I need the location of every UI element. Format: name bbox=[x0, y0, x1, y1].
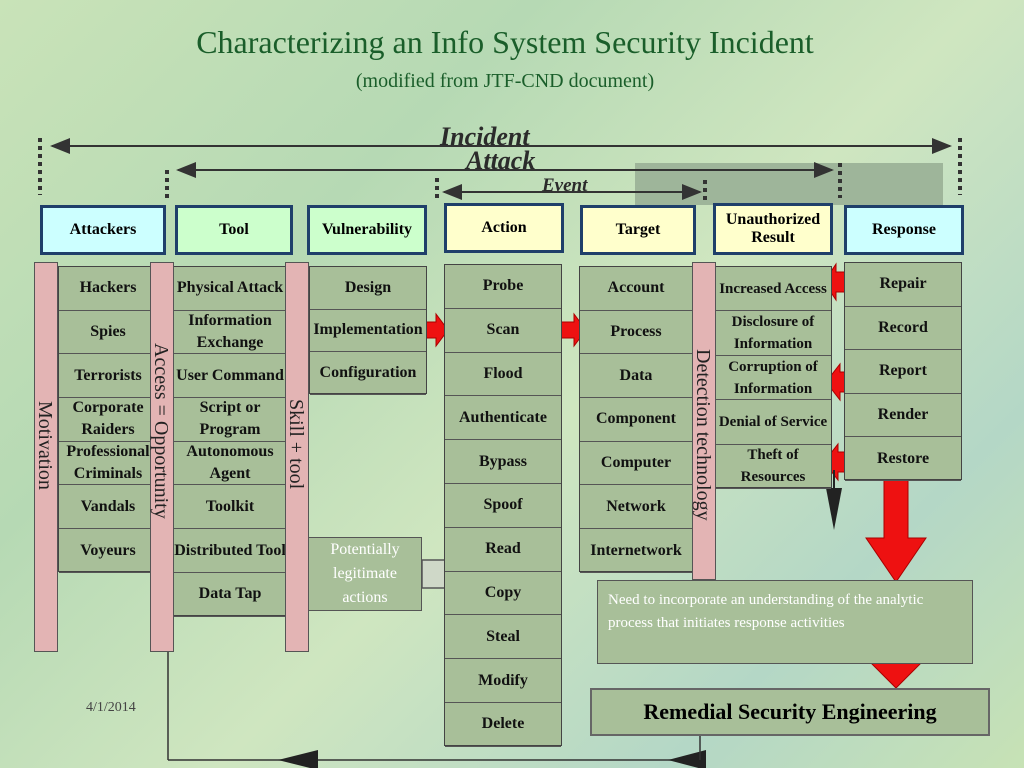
attacker-item: Vandals bbox=[59, 486, 157, 530]
response-item: Render bbox=[845, 394, 961, 438]
vulnerability-item: Configuration bbox=[310, 352, 426, 395]
remedial-security-engineering: Remedial Security Engineering bbox=[590, 688, 990, 736]
response-item: Report bbox=[845, 350, 961, 394]
response-item: Record bbox=[845, 307, 961, 351]
header-vulnerability: Vulnerability bbox=[307, 205, 427, 255]
header-attackers: Attackers bbox=[40, 205, 166, 255]
target-item: Network bbox=[580, 486, 692, 530]
target-item: Component bbox=[580, 398, 692, 442]
action-item: Delete bbox=[445, 703, 561, 747]
header-unauthorized-result: Unauthorized Result bbox=[713, 203, 833, 255]
event-label: Event bbox=[542, 175, 588, 196]
skill-label: Skill + tool bbox=[285, 399, 307, 490]
action-item: Modify bbox=[445, 659, 561, 703]
action-item: Authenticate bbox=[445, 396, 561, 441]
target-item: Account bbox=[580, 267, 692, 311]
incident-label: Incident bbox=[440, 122, 530, 151]
action-item: Flood bbox=[445, 353, 561, 397]
response-item: Restore bbox=[845, 437, 961, 481]
action-item: Spoof bbox=[445, 484, 561, 528]
vulnerability-item: Design bbox=[310, 267, 426, 310]
motivation-label: Motivation bbox=[34, 401, 56, 490]
header-target: Target bbox=[580, 205, 696, 255]
vulnerability-item: Implementation bbox=[310, 310, 426, 353]
response-item: Repair bbox=[845, 263, 961, 307]
target-item: Internetwork bbox=[580, 529, 692, 573]
tool-item: Physical Attack bbox=[173, 267, 287, 311]
callout-legitimate-actions: Potentially legitimate actions bbox=[308, 537, 422, 611]
tool-item: User Command bbox=[173, 354, 287, 399]
detection-label: Detection technology bbox=[692, 349, 714, 521]
result-item: Increased Access bbox=[715, 267, 831, 312]
result-item: Corruption of Information bbox=[715, 356, 831, 401]
attacker-item: Corporate Raiders bbox=[59, 398, 157, 442]
slide-title: Characterizing an Info System Security I… bbox=[196, 24, 814, 60]
header-tool: Tool bbox=[175, 205, 293, 255]
action-item: Copy bbox=[445, 572, 561, 616]
tool-item: Information Exchange bbox=[173, 311, 287, 355]
target-item: Computer bbox=[580, 442, 692, 486]
action-item: Scan bbox=[445, 309, 561, 353]
header-response: Response bbox=[844, 205, 964, 255]
tool-item: Data Tap bbox=[173, 573, 287, 617]
slide-subtitle: (modified from JTF-CND document) bbox=[355, 70, 655, 92]
tool-item: Autonomous Agent bbox=[173, 442, 287, 486]
motivation-bar: Motivation bbox=[34, 262, 58, 652]
result-item: Theft of Resources bbox=[715, 445, 831, 489]
attack-label: Attack bbox=[466, 146, 536, 175]
target-item: Data bbox=[580, 354, 692, 399]
action-item: Probe bbox=[445, 265, 561, 309]
header-action: Action bbox=[444, 203, 564, 253]
result-item: Denial of Service bbox=[715, 400, 831, 445]
action-item: Read bbox=[445, 528, 561, 572]
action-item: Bypass bbox=[445, 440, 561, 484]
access-bar: Access = Opportunity bbox=[150, 262, 174, 652]
analytic-process-note: Need to incorporate an understanding of … bbox=[597, 580, 973, 664]
detection-bar: Detection technology bbox=[692, 262, 716, 580]
tool-item: Script or Program bbox=[173, 398, 287, 442]
attacker-item: Professional Criminals bbox=[59, 442, 157, 486]
target-item: Process bbox=[580, 311, 692, 355]
attacker-item: Spies bbox=[59, 311, 157, 355]
result-item: Disclosure of Information bbox=[715, 311, 831, 356]
tool-item: Distributed Tool bbox=[173, 529, 287, 573]
skill-bar: Skill + tool bbox=[285, 262, 309, 652]
attacker-item: Voyeurs bbox=[59, 529, 157, 573]
access-label: Access = Opportunity bbox=[150, 343, 172, 519]
slide-date: 4/1/2014 bbox=[86, 700, 136, 715]
attacker-item: Hackers bbox=[59, 267, 157, 311]
attacker-item: Terrorists bbox=[59, 354, 157, 399]
action-item: Steal bbox=[445, 615, 561, 660]
tool-item: Toolkit bbox=[173, 486, 287, 530]
